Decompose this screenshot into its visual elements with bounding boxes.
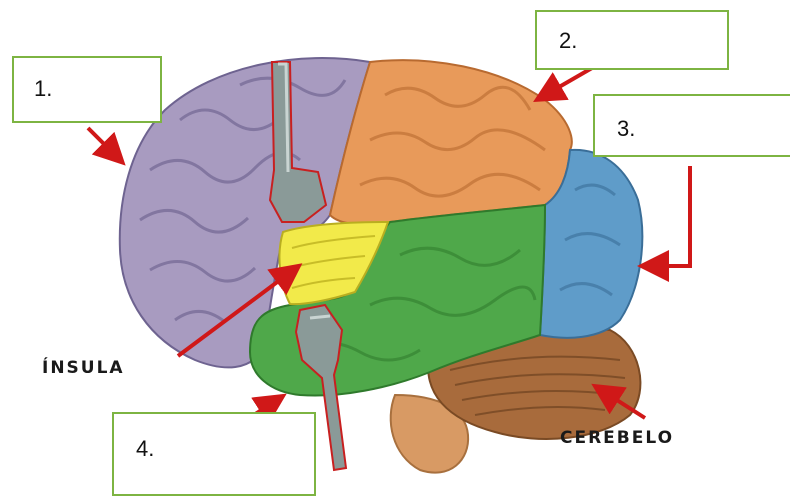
arrow-2 xyxy=(540,68,592,98)
label-4-text: 4. xyxy=(136,436,154,462)
label-box-4[interactable]: 4. xyxy=(112,412,316,496)
insula-label: ÍNSULA xyxy=(42,358,125,378)
label-2-text: 2. xyxy=(559,28,577,54)
cerebelo-label: CEREBELO xyxy=(560,428,674,448)
label-box-1[interactable]: 1. xyxy=(12,56,162,123)
label-box-2[interactable]: 2. xyxy=(535,10,729,70)
label-3-text: 3. xyxy=(617,116,635,142)
arrow-3 xyxy=(645,166,690,266)
label-1-text: 1. xyxy=(34,76,52,102)
label-box-3[interactable]: 3. xyxy=(593,94,790,157)
arrow-1 xyxy=(88,128,120,160)
